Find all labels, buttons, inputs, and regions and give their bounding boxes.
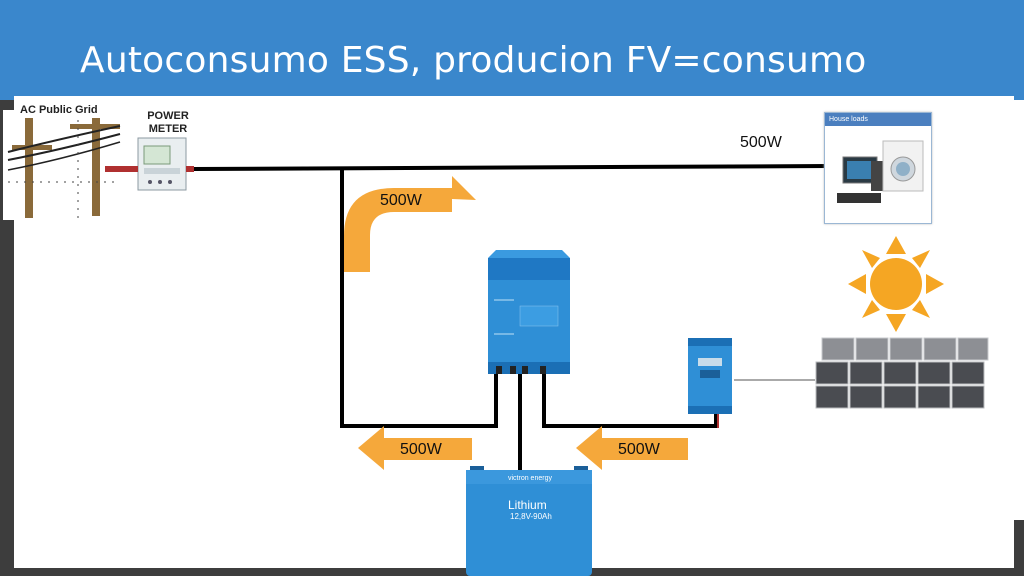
grid-to-loads-arrow	[344, 176, 476, 272]
house-loads-title: House loads	[825, 113, 931, 126]
mppt-charger-icon	[688, 338, 732, 414]
meter-label-line1: POWER	[147, 110, 189, 122]
utility-pole-icon	[3, 110, 131, 220]
multiplus-inverter-icon	[488, 250, 570, 374]
battery-brand: victron energy	[508, 475, 552, 482]
slide-title: Autoconsumo ESS, producion FV=consumo	[80, 40, 867, 81]
title-bar: Autoconsumo ESS, producion FV=consumo	[0, 0, 1024, 100]
mppt-flow-arrow	[576, 426, 688, 470]
grid-label: AC Public Grid	[20, 104, 98, 116]
meter-label-line2: METER	[148, 123, 188, 135]
battery-spec: 12,8V-90Ah	[510, 512, 552, 521]
house-loads-icon	[837, 140, 924, 203]
battery-name: Lithium	[508, 498, 547, 512]
house-power-label: 500W	[740, 134, 782, 151]
battery-flow-arrow	[358, 426, 472, 470]
grid-arrow-label: 500W	[380, 192, 422, 209]
sun-icon	[848, 236, 944, 332]
power-meter-icon	[105, 137, 194, 191]
ac-wiring	[193, 164, 831, 470]
solar-panels-icon	[815, 337, 989, 409]
mppt-arrow-label: 500W	[618, 441, 660, 458]
house-loads-panel: House loads	[824, 112, 932, 224]
battery-arrow-label: 500W	[400, 441, 442, 458]
lithium-battery-icon	[466, 466, 592, 576]
